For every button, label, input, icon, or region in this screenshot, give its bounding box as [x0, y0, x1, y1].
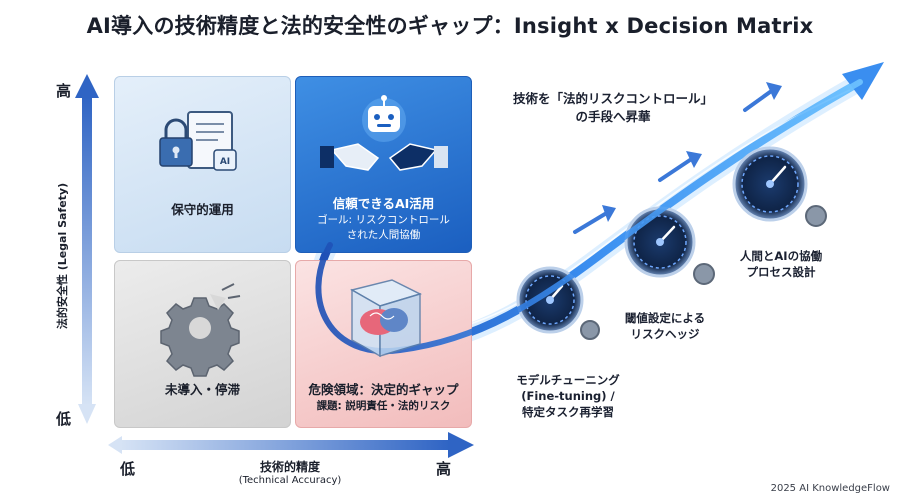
quadrant-label: 未導入・停滞 — [164, 382, 240, 397]
y-axis-title: 法的安全性 (Legal Safety) — [56, 182, 69, 330]
x-axis-title: 技術的精度 — [259, 460, 320, 474]
gauge-icon-1 — [516, 266, 600, 340]
quadrant-not-adopted: 未導入・停滞 — [114, 260, 291, 428]
quadrant-sub-line-1: 課題: 説明責任・法的リスク — [316, 400, 451, 412]
gauge-icon-2 — [624, 206, 715, 285]
gauge-icon-3 — [732, 146, 827, 227]
step-label-human-ai: 人間とAIの協働 プロセス設計 — [716, 248, 846, 280]
quadrant-sub-line-2: された人間協働 — [346, 229, 421, 241]
x-axis-subtitle: (Technical Accuracy) — [238, 475, 342, 486]
callout-line-2: の手段へ昇華 — [575, 109, 651, 124]
x-axis-arrow — [108, 432, 474, 458]
page-title: AI導入の技術精度と法的安全性のギャップ：Insight x Decision … — [86, 14, 814, 38]
callout-line-1: 技術を「法的リスクコントロール」 — [512, 91, 713, 106]
quadrant-trusted-ai: 信頼できるAI活用 ゴール: リスクコントロール された人間協働 — [295, 76, 472, 253]
x-axis-high-label: 高 — [436, 460, 452, 478]
quadrant-label: 危険領域：決定的ギャップ — [308, 382, 459, 397]
quadrant-label: 保守的運用 — [171, 202, 234, 217]
quadrant-sub-line-1: ゴール: リスクコントロール — [317, 214, 450, 226]
x-axis-low-label: 低 — [120, 460, 136, 478]
callout-text: 技術を「法的リスクコントロール」 の手段へ昇華 — [488, 90, 738, 126]
step-line-2: プロセス設計 — [746, 265, 816, 279]
quadrant-danger-zone: 危険領域：決定的ギャップ 課題: 説明責任・法的リスク — [295, 260, 472, 428]
step-line-2: リスクヘッジ — [630, 327, 700, 341]
step-line-3: 特定タスク再学習 — [522, 405, 614, 419]
step-line-1: 人間とAIの協働 — [739, 249, 823, 263]
y-axis-low-label: 低 — [56, 410, 72, 428]
step-label-fine-tuning: モデルチューニング (Fine-tuning) / 特定タスク再学習 — [488, 372, 648, 420]
quadrant-label: 信頼できるAI活用 — [332, 196, 435, 211]
quadrant-conservative: 保守的運用 — [114, 76, 291, 253]
y-axis-arrow — [75, 74, 99, 424]
y-axis-high-label: 高 — [56, 82, 72, 100]
step-line-1: モデルチューニング — [516, 373, 620, 387]
footer-credit: 2025 AI KnowledgeFlow — [770, 483, 890, 494]
step-line-1: 閾値設定による — [624, 311, 706, 325]
step-label-threshold: 閾値設定による リスクヘッジ — [600, 310, 730, 342]
step-line-2: (Fine-tuning) / — [521, 389, 615, 403]
